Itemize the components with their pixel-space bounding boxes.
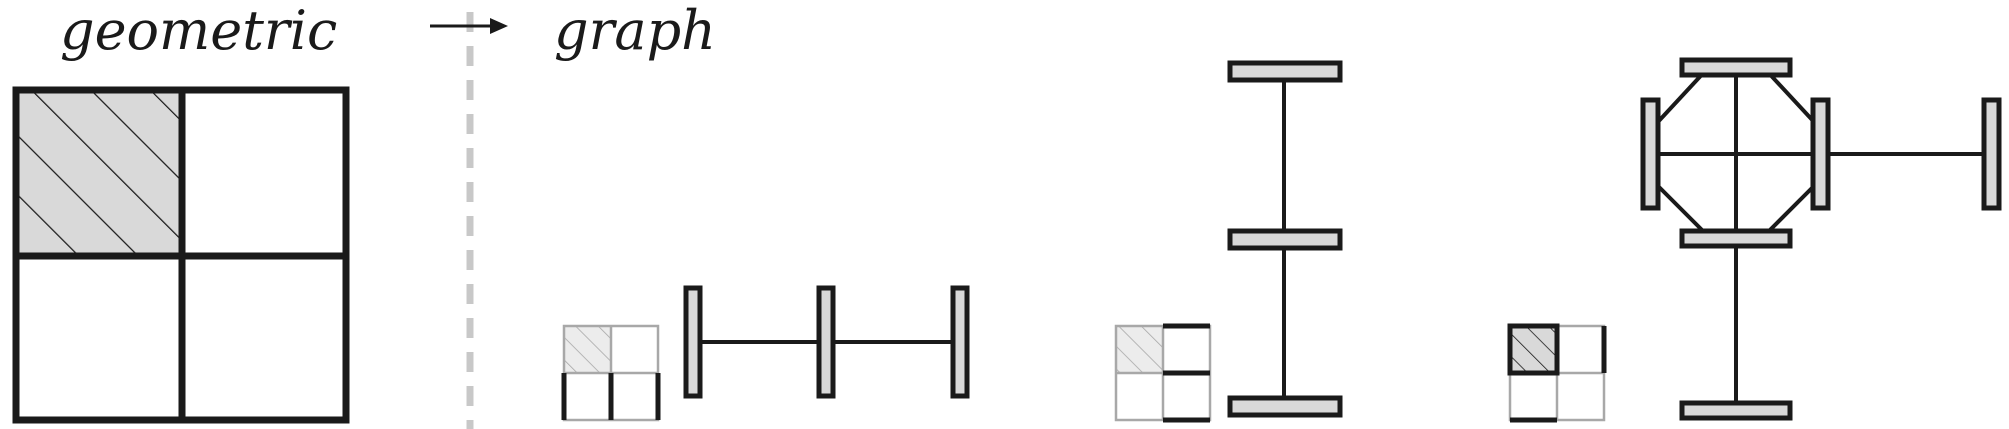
small-shaded-cell: [1116, 326, 1163, 373]
graph-edge: [1762, 182, 1818, 238]
graph-node: [1981, 97, 2002, 211]
small-shaded-cell: [564, 326, 611, 373]
example-2-graph: [1227, 60, 1343, 418]
graph-node: [1227, 395, 1343, 418]
example-3-small-grid: [1507, 323, 1607, 423]
graph-label: graph: [554, 0, 716, 62]
graph-node: [950, 285, 970, 399]
example-3-graph: [1640, 57, 2002, 421]
graph-node: [1679, 228, 1793, 249]
small-shaded-cell: [1507, 323, 1560, 376]
graph-node: [1227, 60, 1343, 83]
geometric-grid: [12, 86, 350, 424]
graph-node: [1679, 400, 1793, 421]
geometric-label: geometric: [60, 0, 338, 62]
example-1-graph: [683, 285, 970, 399]
graph-node: [1640, 97, 1661, 211]
graph-node: [1227, 228, 1343, 251]
graph-node: [1679, 57, 1793, 78]
example-2-small-grid: [1114, 323, 1212, 423]
arrow-icon: [430, 18, 508, 34]
graph-node: [1810, 97, 1831, 211]
graph-edge: [1654, 182, 1710, 238]
graph-node: [683, 285, 703, 399]
graph-node: [816, 285, 836, 399]
example-1-small-grid: [561, 324, 661, 422]
shaded-cell: [16, 90, 182, 256]
